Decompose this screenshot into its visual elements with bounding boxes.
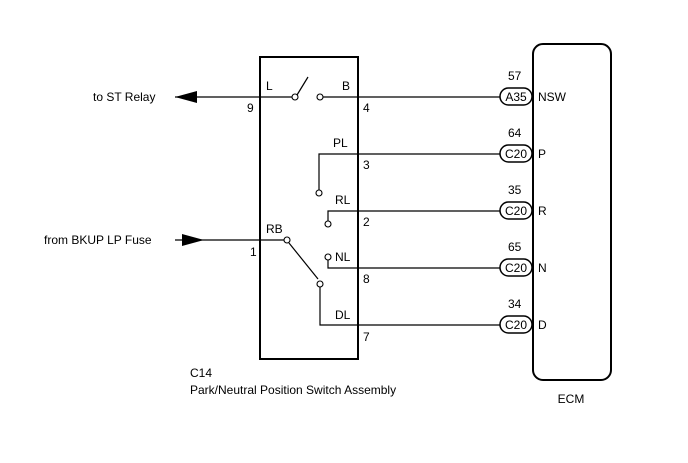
signal-r: R [538,204,547,218]
pin-label-b: B [342,79,350,93]
ecm-pin-n: 65 [508,240,522,254]
from-bkup-label: from BKUP LP Fuse [44,233,152,247]
connector-c20-r [499,201,533,220]
pin-number-dl: 7 [363,330,370,344]
terminal-l [291,93,299,101]
switch-assembly-name: Park/Neutral Position Switch Assembly [190,383,396,397]
connector-c20-n [499,258,533,277]
pin-number-pl: 3 [363,158,370,172]
signal-d: D [538,318,547,332]
ecm-label: ECM [558,392,585,406]
pin-label-rb: RB [266,222,283,236]
terminal-b [316,93,324,101]
bkup-arrow-icon [182,234,204,246]
lb-switch-blade [296,76,309,96]
switch-assembly-box [259,56,359,360]
terminal-rl [324,220,332,228]
p-wire [318,153,502,190]
connector-name-a35: A35 [505,90,527,104]
pin-number-l: 9 [247,101,254,115]
pin-label-l: L [266,79,273,93]
terminal-pl [315,189,323,197]
pin-number-b: 4 [363,101,370,115]
signal-nsw: NSW [538,90,567,104]
connector-a35 [499,87,533,106]
rb-selector-blade [288,242,319,280]
connector-name-c20-p: C20 [505,147,527,161]
connector-name-c20-n: C20 [505,261,527,275]
r-wire [327,210,502,221]
st-relay-arrow-icon [175,91,197,103]
signal-p: P [538,147,546,161]
connector-c20-p [499,144,533,163]
connector-c20-d [499,315,533,334]
pin-label-pl: PL [333,136,348,150]
terminal-dl [316,280,324,288]
connector-name-c20-d: C20 [505,318,527,332]
switch-assembly-code: C14 [190,366,212,380]
signal-n: N [538,261,547,275]
pin-label-dl: DL [335,308,351,322]
pin-label-rl: RL [335,193,351,207]
ecm-pin-r: 35 [508,183,522,197]
pin-number-rb: 1 [250,245,257,259]
terminal-rb [283,236,291,244]
d-wire [319,287,502,326]
pin-number-rl: 2 [363,215,370,229]
ecm-pin-p: 64 [508,126,522,140]
n-wire [327,260,502,269]
pin-number-nl: 8 [363,272,370,286]
ecm-box [532,43,612,381]
ecm-pin-nsw: 57 [508,69,522,83]
to-st-relay-label: to ST Relay [93,90,155,104]
connector-name-c20-r: C20 [505,204,527,218]
pin-label-nl: NL [335,250,351,264]
ecm-pin-d: 34 [508,297,522,311]
terminal-nl [324,253,332,261]
